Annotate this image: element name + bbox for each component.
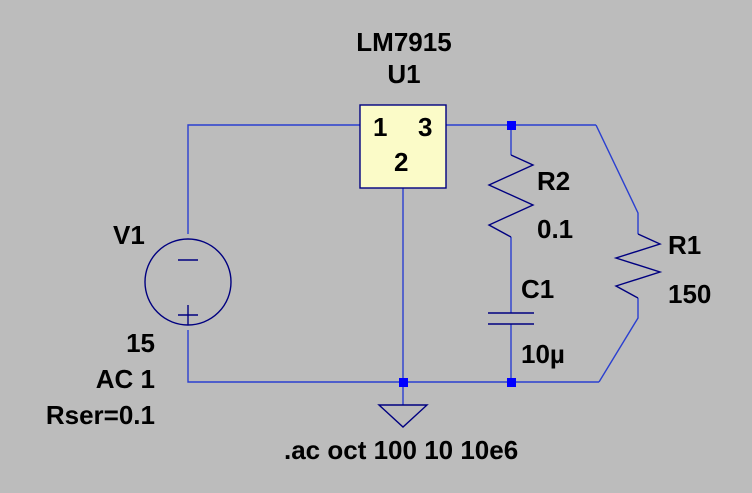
wires: [187, 124, 639, 405]
source-ac-label[interactable]: AC 1: [96, 364, 155, 394]
resistor-r1[interactable]: [613, 233, 663, 299]
capacitor-c1[interactable]: [488, 312, 534, 325]
junction-dot: [507, 121, 516, 130]
regulator-ref-label[interactable]: U1: [387, 59, 420, 89]
r2-ref-label[interactable]: R2: [537, 166, 570, 196]
wire-r1-bottom[interactable]: [598, 298, 639, 383]
ground-icon[interactable]: [377, 404, 429, 428]
junction-dot: [399, 378, 408, 387]
regulator-part-label[interactable]: LM7915: [356, 27, 451, 57]
regulator-pin-out: 3: [418, 112, 432, 142]
c1-value-label[interactable]: 10µ: [521, 339, 565, 369]
c1-ref-label[interactable]: C1: [521, 274, 554, 304]
regulator-body[interactable]: [359, 104, 447, 189]
source-ref-label[interactable]: V1: [113, 220, 145, 250]
r1-value-label[interactable]: 150: [668, 279, 711, 309]
source-rser-label[interactable]: Rser=0.1: [46, 400, 155, 430]
wire-input[interactable]: [187, 124, 360, 234]
junction-dot: [507, 378, 516, 387]
regulator-u1[interactable]: 1 3 2: [359, 104, 447, 189]
r2-value-label[interactable]: 0.1: [537, 214, 573, 244]
source-value-label[interactable]: 15: [126, 328, 155, 358]
regulator-pin-gnd: 2: [394, 147, 408, 177]
voltage-source-v1[interactable]: [144, 238, 232, 326]
wire-r1-top[interactable]: [595, 124, 639, 234]
junctions: [399, 121, 516, 387]
resistor-r2[interactable]: [487, 154, 535, 238]
spice-directive[interactable]: .ac oct 100 10 10e6: [284, 435, 518, 465]
r1-ref-label[interactable]: R1: [668, 230, 701, 260]
wire-ground-bus[interactable]: [187, 330, 599, 383]
regulator-pin-in: 1: [373, 112, 387, 142]
